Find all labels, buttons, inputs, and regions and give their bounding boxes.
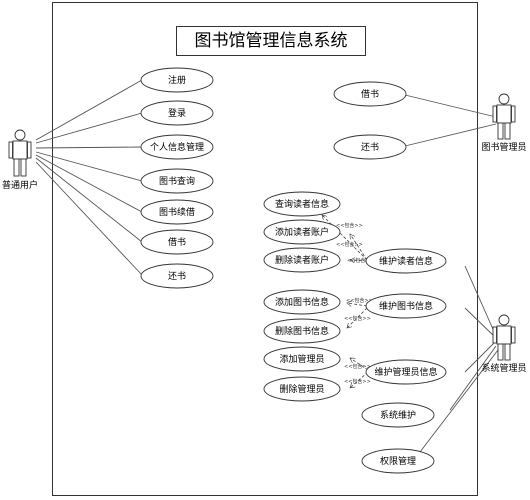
usecase-permission [361,448,435,474]
usecase-delete-admin-label: 删除管理员 [279,383,324,395]
usecase-maintain-reader-label: 维护读者信息 [379,255,433,267]
actor-admin-label: 系统管理员 [481,362,526,374]
usecase-maintain-reader [365,248,447,274]
actor-admin-icon [492,314,516,361]
usecase-delete-book-label: 删除图书信息 [275,325,329,337]
usecase-book-search [140,168,214,194]
usecase-maintain-book-label: 维护图书信息 [379,300,433,312]
usecase-return-user-label: 还书 [168,270,186,282]
actor-user-icon [8,129,32,177]
usecase-maintain-admin-label: 维护管理员信息 [374,366,437,378]
include-relations [322,215,369,388]
usecase-delete-reader [263,247,341,273]
include-label: <<包含>> [344,315,371,322]
usecase-sys-maint-label: 系统维护 [380,409,416,421]
usecase-book-renew [140,199,214,225]
usecase-maintain-admin [365,359,447,385]
include-label: <<包含>> [344,378,371,385]
usecase-personal-info [140,134,214,160]
usecase-login [140,100,214,126]
usecase-borrow-user [140,229,214,255]
include-label: <<包含>> [347,257,374,264]
usecase-query-reader [263,191,341,217]
actor-user-label: 普通用户 [2,179,38,191]
usecase-book-search-label: 图书查询 [159,175,195,187]
system-boundary [52,2,478,496]
usecase-borrow-lib [333,81,407,107]
usecase-register-label: 注册 [168,74,186,86]
usecase-add-reader-label: 添加读者账户 [275,226,329,238]
actor-librarian-icon [492,93,516,140]
usecase-personal-info-label: 个人信息管理 [150,141,204,153]
usecase-add-book [263,289,341,315]
usecase-delete-reader-label: 删除读者账户 [275,254,329,266]
user-associations [35,79,143,276]
usecase-delete-book [263,318,341,344]
actor-librarian-label: 图书管理员 [481,141,526,153]
usecase-delete-admin [263,376,341,402]
include-label: <<包含>> [336,241,363,248]
usecase-add-book-label: 添加图书信息 [275,296,329,308]
usecase-borrow-user-label: 借书 [168,236,186,248]
usecase-add-admin-label: 添加管理员 [279,353,324,365]
librarian-associations [404,94,497,147]
usecase-add-reader [263,219,341,245]
usecase-book-renew-label: 图书续借 [159,206,195,218]
usecase-login-label: 登录 [168,108,186,119]
usecase-permission-label: 权限管理 [380,455,416,467]
include-label: <<包含>> [346,297,373,304]
usecase-return-lib-label: 还书 [361,141,379,153]
admin-associations [419,265,499,453]
usecase-sys-maint [361,402,435,428]
usecase-maintain-book [365,293,447,319]
usecase-query-reader-label: 查询读者信息 [275,198,329,210]
usecase-borrow-lib-label: 借书 [361,88,379,100]
usecase-return-lib [333,134,407,160]
include-label: <<包含>> [344,363,371,370]
usecase-add-admin [263,346,341,372]
usecase-register [140,67,214,93]
include-label: <<包含>> [336,222,363,229]
usecase-return-user [140,263,214,289]
diagram-title: 图书馆管理信息系统 [176,26,366,56]
